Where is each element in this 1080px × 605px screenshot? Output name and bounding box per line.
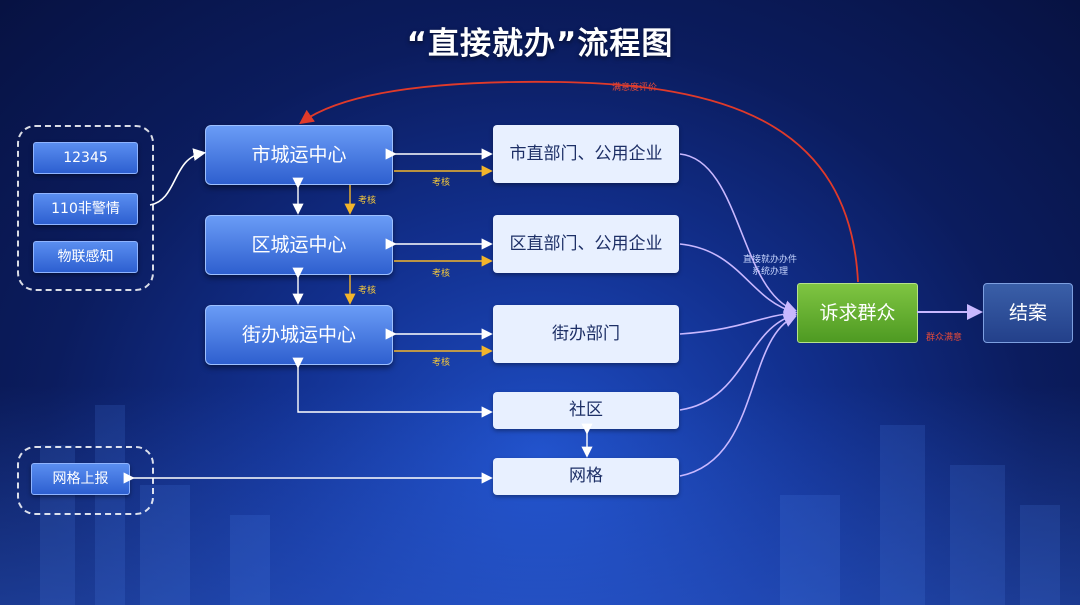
district-dept-to-citizen — [679, 243, 798, 316]
grid[interactable]: 网格 — [493, 458, 679, 495]
assess-label-district-down: 考核 — [358, 286, 377, 296]
city-departments[interactable]: 市直部门、公用企业 — [493, 125, 679, 183]
street-to-community-arrow — [292, 357, 493, 418]
source-grid-report[interactable]: 网格上报 — [31, 463, 130, 495]
source-iot-sensing[interactable]: 物联感知 — [33, 241, 138, 273]
community[interactable]: 社区 — [493, 392, 679, 429]
source-group-top — [17, 125, 154, 291]
city-dept-to-citizen — [679, 153, 797, 313]
citizen-appeal[interactable]: 诉求群众 — [797, 283, 918, 343]
source-to-city-arrow — [149, 148, 207, 206]
assess-label-city-down: 考核 — [358, 196, 377, 206]
feedback-label: 群众满意 — [926, 333, 963, 343]
assess-label-district: 考核 — [432, 269, 451, 279]
district-operations-center[interactable]: 区城运中心 — [205, 215, 393, 275]
satisfaction-label: 满意度评价 — [612, 83, 658, 93]
source-110-non-emergency[interactable]: 110非警情 — [33, 193, 138, 225]
community-to-citizen — [679, 311, 798, 411]
source-hotline-12345[interactable]: 12345 — [33, 142, 138, 174]
satisfaction-feedback-arrow — [299, 80, 859, 283]
page-title: “直接就办”流程图 — [406, 26, 674, 62]
street-departments[interactable]: 街办部门 — [493, 305, 679, 363]
system-processing-label: 直接就办办件系统办理 — [742, 255, 797, 277]
assess-label-city: 考核 — [432, 178, 451, 188]
case-closed[interactable]: 结案 — [983, 283, 1073, 343]
grid-to-citizen — [679, 315, 797, 477]
district-departments[interactable]: 区直部门、公用企业 — [493, 215, 679, 273]
